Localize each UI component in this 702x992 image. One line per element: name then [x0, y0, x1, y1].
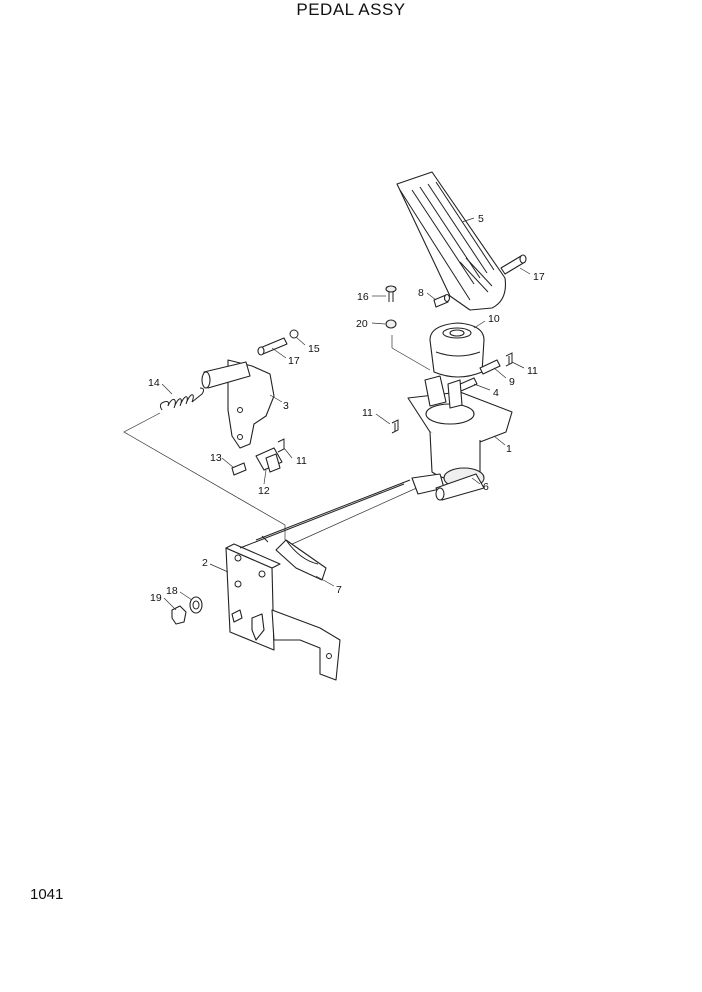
arm-3 [201, 359, 275, 449]
leader-lines [161, 217, 531, 611]
callout-6: 6 [483, 481, 489, 493]
callout-18: 18 [166, 585, 178, 597]
callout-20: 20 [356, 318, 368, 330]
pin-17-left [257, 337, 288, 356]
washer-18 [189, 596, 203, 614]
callout-14: 14 [148, 377, 160, 389]
shaft-6 [411, 473, 485, 501]
callout-11a: 11 [527, 365, 538, 377]
callout-5: 5 [478, 213, 484, 225]
pin-8 [433, 293, 451, 308]
callout-8: 8 [418, 287, 424, 299]
spring-14 [159, 387, 205, 411]
page-number: 1041 [30, 886, 64, 903]
callout-12: 12 [258, 485, 270, 497]
callout-9: 9 [509, 376, 515, 388]
rod-lines [239, 479, 411, 549]
callout-19: 19 [150, 592, 162, 604]
callout-11c: 11 [296, 455, 307, 467]
callout-16: 16 [357, 291, 369, 303]
clip-11-lower [277, 438, 285, 453]
bracket-2 [225, 543, 341, 681]
callout-7: 7 [336, 584, 342, 596]
callout-17a: 17 [533, 271, 545, 283]
pedal-pad [396, 171, 507, 311]
callout-4: 4 [493, 387, 499, 399]
guard-7 [275, 539, 327, 581]
callout-3: 3 [283, 400, 289, 412]
callout-2: 2 [202, 557, 208, 569]
callout-15: 15 [308, 343, 320, 355]
boot-10 [429, 322, 485, 378]
clip-11-left [391, 419, 399, 434]
callout-13: 13 [210, 452, 222, 464]
pin-13 [231, 462, 247, 476]
pin-17-right [500, 254, 527, 275]
callout-1: 1 [506, 443, 512, 455]
callouts: 1 2 3 4 5 6 7 8 9 10 11 11 11 12 13 14 1… [148, 213, 545, 604]
bracket-12 [255, 447, 283, 473]
bolt-16 [385, 285, 397, 302]
guide-lines [123, 335, 431, 546]
clip-11-right [505, 352, 513, 367]
callout-17b: 17 [288, 355, 300, 367]
clip-15 [289, 329, 299, 339]
cap-20 [385, 319, 397, 329]
callout-11b: 11 [362, 407, 373, 419]
page-title: PEDAL ASSY [296, 0, 406, 19]
callout-10: 10 [488, 313, 500, 325]
nut-19 [171, 605, 187, 625]
